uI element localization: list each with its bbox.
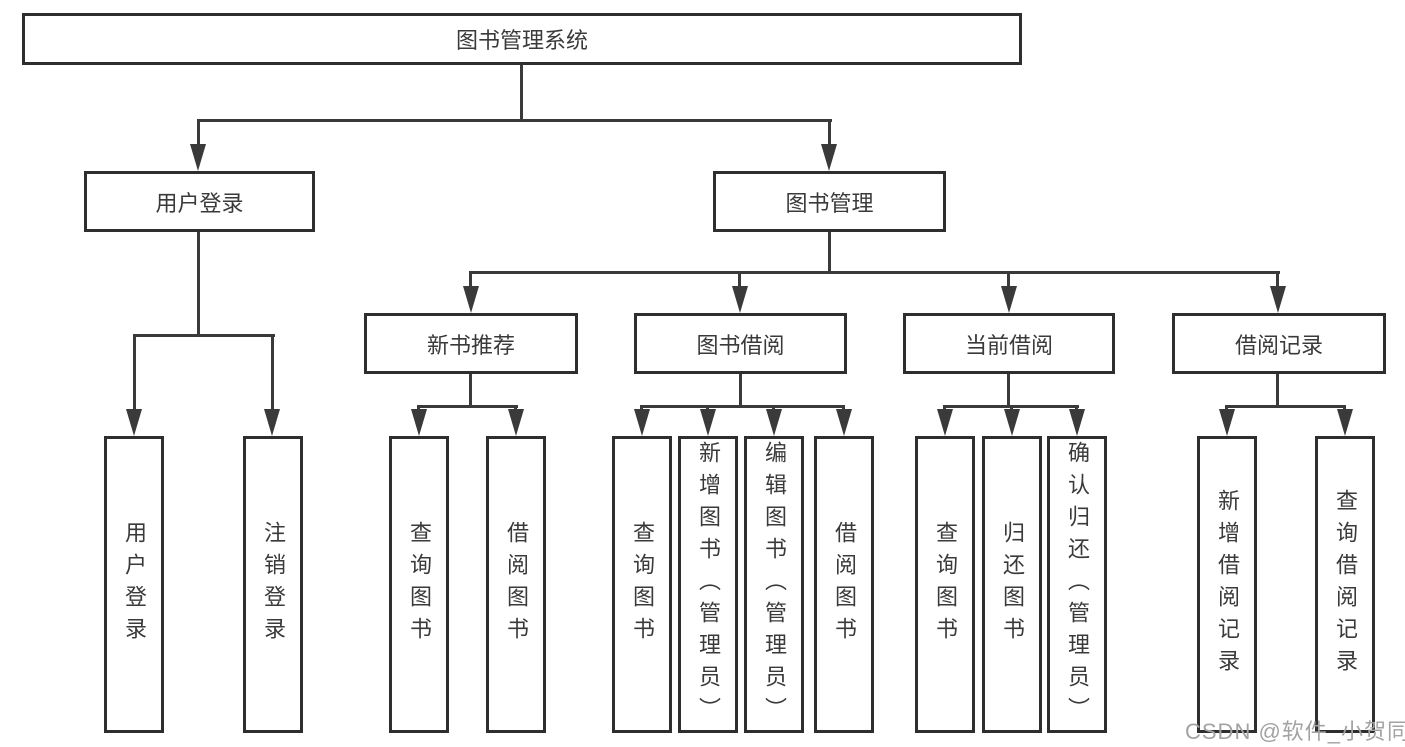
node-user-login: 用户登录 — [84, 171, 315, 232]
arrowhead-icon — [1337, 409, 1353, 436]
leaf-add-borrow-record: 新增借阅记录 — [1197, 436, 1257, 733]
arrowhead-icon — [1219, 409, 1235, 436]
connector-drop-borrow — [738, 271, 741, 291]
connector-root-bus — [197, 119, 832, 122]
arrowhead-icon — [634, 409, 650, 436]
arrowhead-icon — [937, 409, 953, 436]
leaf-query-borrow-record: 查询借阅记录 — [1315, 436, 1375, 733]
arrowhead-icon — [463, 286, 479, 313]
connector-newrec-stem — [469, 374, 472, 408]
arrowhead-icon — [508, 409, 524, 436]
arrowhead-icon — [836, 409, 852, 436]
node-book-management: 图书管理 — [713, 171, 946, 232]
node-new-book-recommend: 新书推荐 — [364, 313, 578, 374]
connector-userlogin-bus — [133, 334, 275, 337]
connector-records-stem — [1276, 374, 1279, 408]
connector-drop-records — [1276, 271, 1279, 291]
connector-drop-user-login — [197, 119, 200, 149]
node-borrowing-records: 借阅记录 — [1172, 313, 1386, 374]
leaf-logout: 注销登录 — [243, 436, 303, 733]
leaf-user-login: 用户登录 — [104, 436, 164, 733]
node-book-borrowing: 图书借阅 — [634, 313, 847, 374]
connector-borrow-bus — [641, 405, 845, 408]
connector-drop-book-mgmt — [828, 119, 831, 149]
leaf-edit-books-admin: 编辑图书（管理员） — [744, 436, 804, 733]
leaf-confirm-return-admin: 确认归还（管理员） — [1047, 436, 1107, 733]
connector-borrow-stem — [739, 374, 742, 408]
arrowhead-icon — [1069, 409, 1085, 436]
connector-bookmgmt-bus — [470, 271, 1280, 274]
arrowhead-icon — [766, 409, 782, 436]
connector-current-stem — [1007, 374, 1010, 408]
connector-drop-leaf — [133, 334, 136, 412]
connector-newrec-bus — [417, 405, 518, 408]
arrowhead-icon — [190, 144, 206, 171]
watermark: CSDN @软件_小贺同学 — [1185, 719, 1405, 744]
leaf-add-books-admin: 新增图书（管理员） — [678, 436, 738, 733]
arrowhead-icon — [700, 409, 716, 436]
arrowhead-icon — [1270, 286, 1286, 313]
leaf-query-books: 查询图书 — [915, 436, 975, 733]
connector-drop-newrec — [469, 271, 472, 291]
leaf-borrow-books: 借阅图书 — [814, 436, 874, 733]
arrowhead-icon — [126, 409, 142, 436]
leaf-return-books: 归还图书 — [982, 436, 1042, 733]
connector-root-stem — [520, 64, 523, 122]
arrowhead-icon — [1004, 409, 1020, 436]
arrowhead-icon — [1001, 286, 1017, 313]
connector-records-bus — [1225, 405, 1346, 408]
leaf-query-books: 查询图书 — [389, 436, 449, 733]
leaf-borrow-books: 借阅图书 — [486, 436, 546, 733]
connector-userlogin-stem — [197, 232, 200, 337]
arrowhead-icon — [821, 144, 837, 171]
arrowhead-icon — [732, 286, 748, 313]
connector-drop-current — [1007, 271, 1010, 291]
leaf-query-books: 查询图书 — [612, 436, 672, 733]
connector-bookmgmt-stem — [828, 232, 831, 274]
arrowhead-icon — [411, 409, 427, 436]
arrowhead-icon — [264, 409, 280, 436]
node-current-borrowing: 当前借阅 — [903, 313, 1115, 374]
node-book-management-system: 图书管理系统 — [22, 13, 1022, 65]
connector-drop-leaf — [271, 334, 274, 412]
